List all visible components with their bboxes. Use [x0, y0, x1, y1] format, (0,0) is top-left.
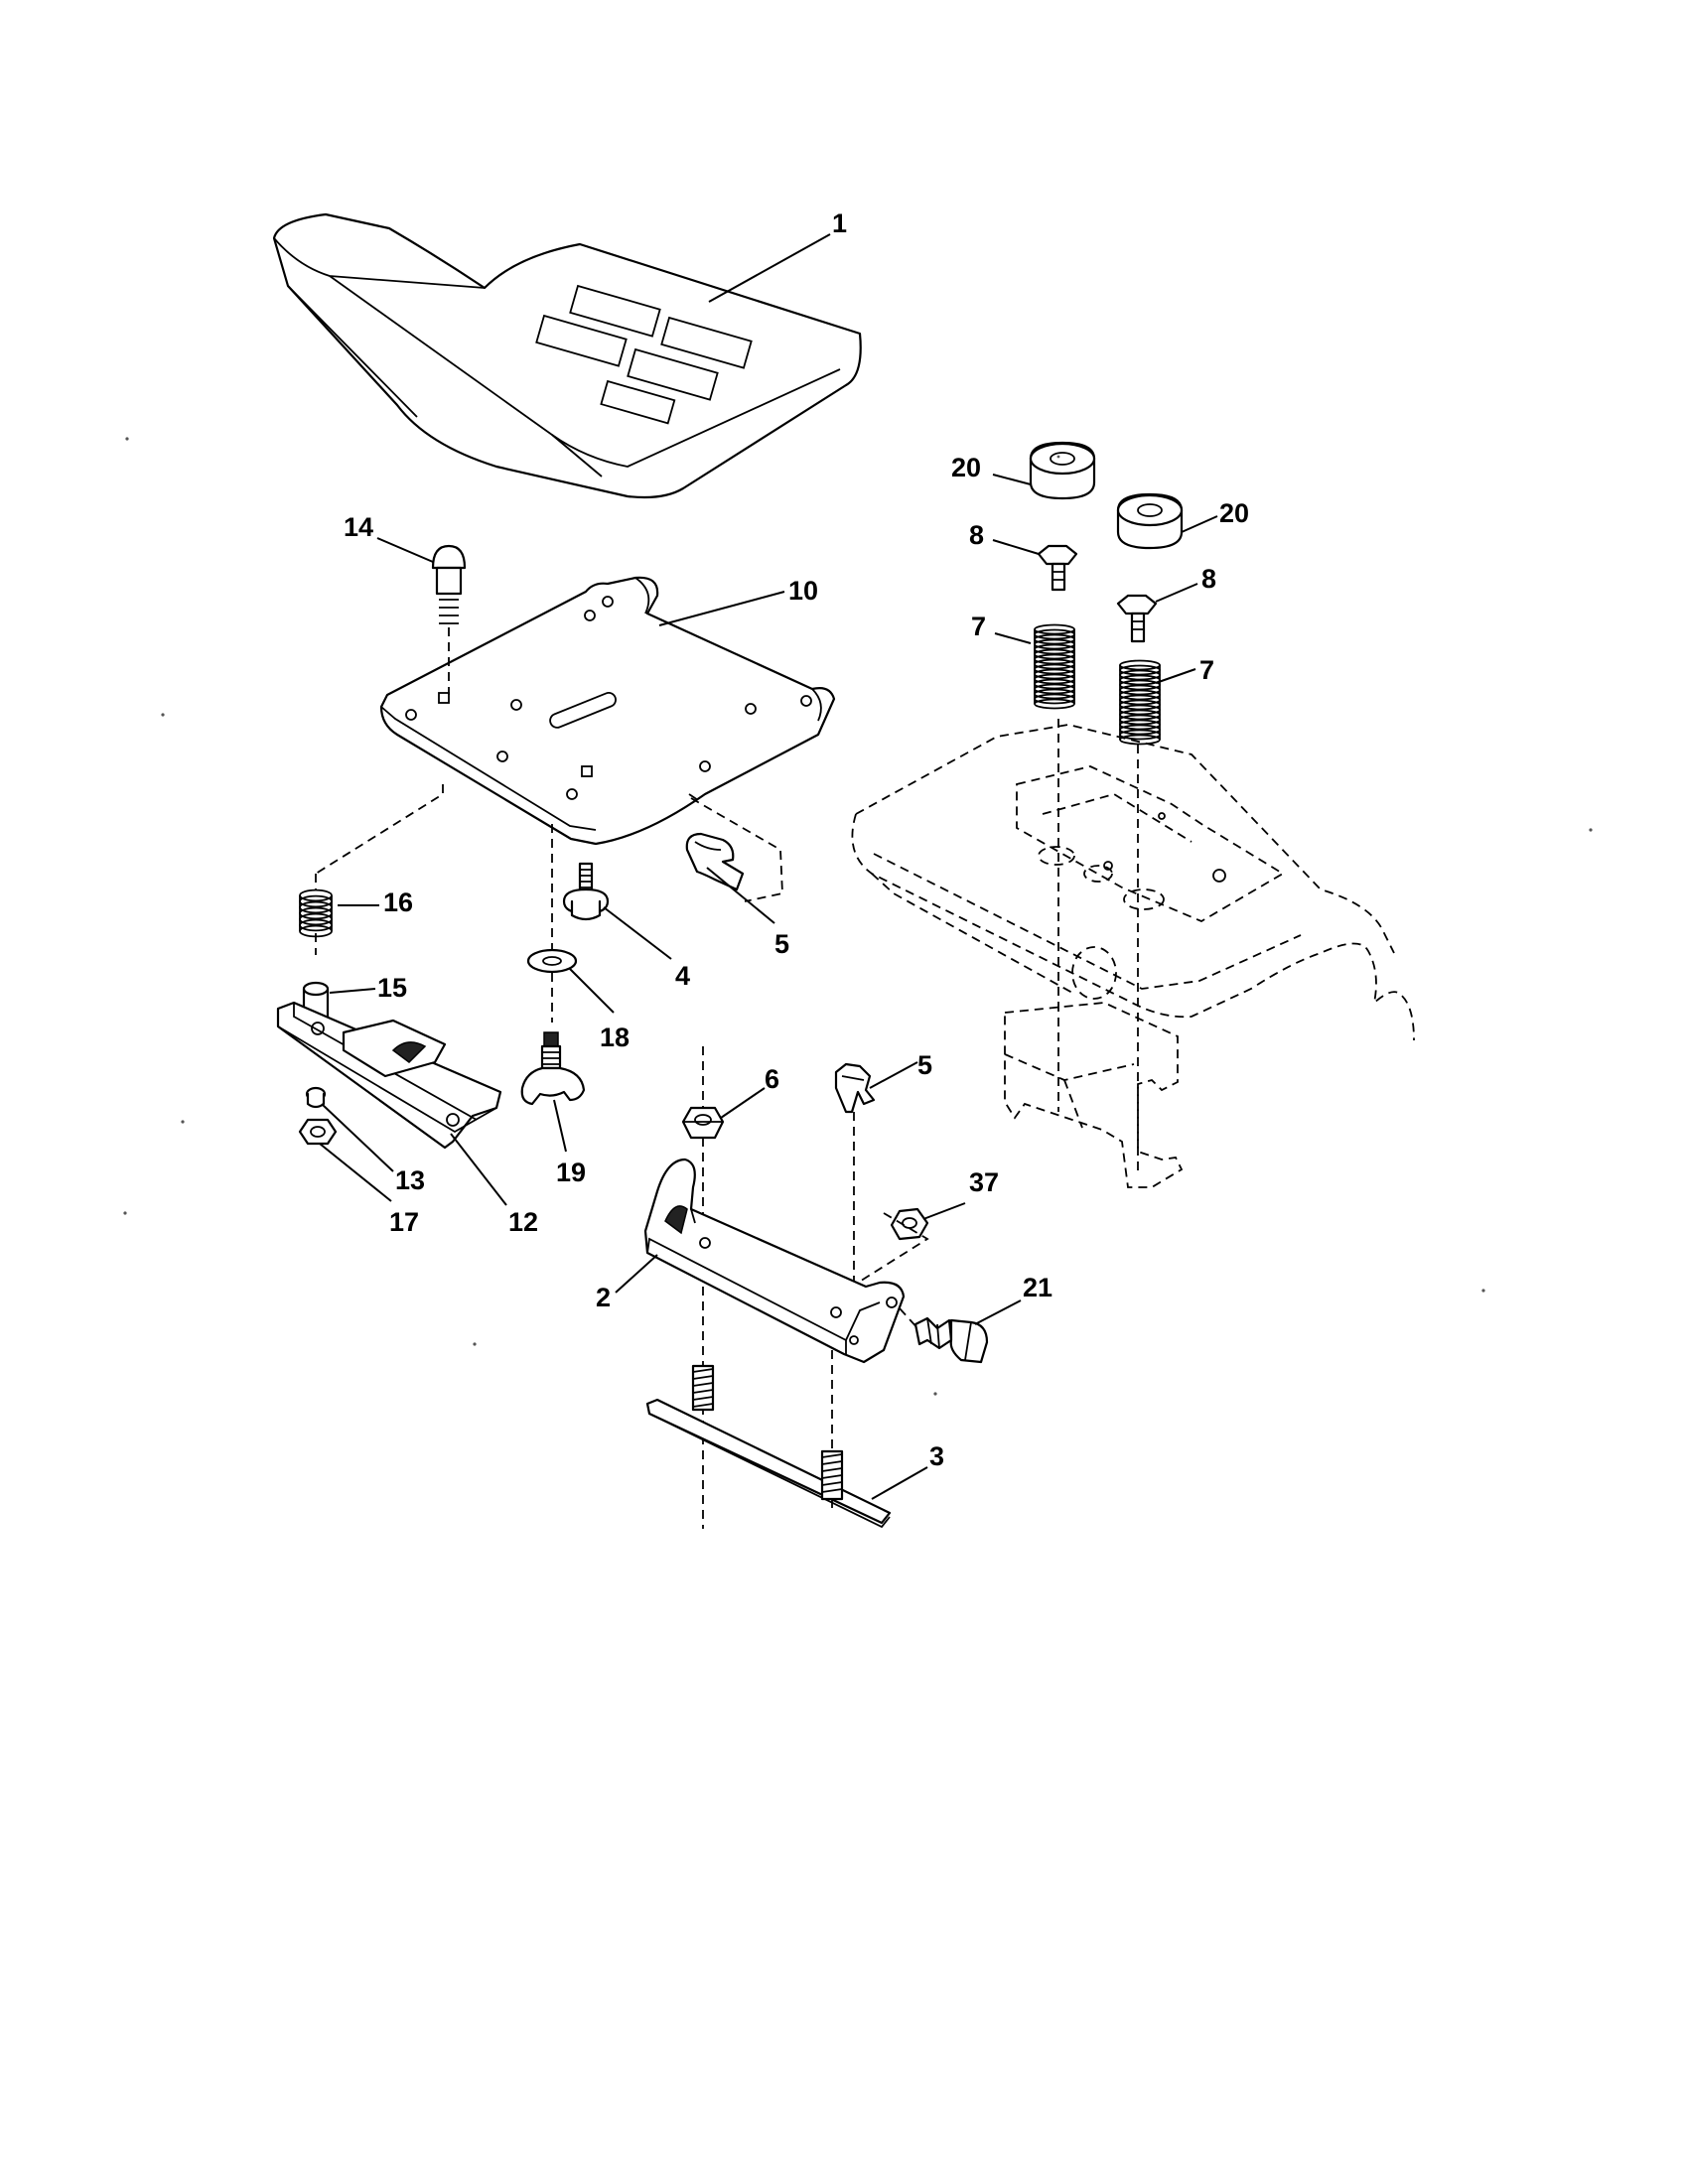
align-line-nut37 — [857, 1212, 929, 1284]
callout-3: 3 — [929, 1441, 944, 1471]
callout-21: 21 — [1023, 1273, 1052, 1302]
part-pivot-bracket — [643, 1158, 906, 1364]
part-flange-nut-small — [305, 1086, 327, 1109]
part-spring-left — [1034, 623, 1075, 710]
stud-thread — [692, 1368, 714, 1373]
part-clip-lower — [834, 1062, 876, 1114]
part-clip-upper — [685, 793, 783, 902]
stud-thread — [821, 1481, 843, 1486]
leader-8b — [1155, 583, 1198, 603]
spring-outline — [1034, 629, 1075, 704]
part-shoulder-bolt-right — [1116, 594, 1158, 643]
callout-8a: 8 — [969, 520, 984, 550]
callout-6: 6 — [765, 1064, 779, 1094]
leader-8a — [992, 539, 1040, 555]
leader-12 — [450, 1133, 507, 1206]
part-spacer-right — [1116, 492, 1184, 550]
spring-outline — [1119, 665, 1161, 740]
stud-thread — [692, 1396, 714, 1401]
spring-outline — [299, 895, 333, 931]
stud-thread — [692, 1382, 714, 1387]
align-line-pan-to-spring — [315, 784, 444, 875]
leader-13 — [321, 1103, 394, 1172]
leader-5a — [706, 867, 775, 924]
part-small-spring — [299, 888, 333, 938]
leader-20a — [992, 474, 1032, 485]
callout-15: 15 — [377, 973, 407, 1003]
stud-left — [691, 1364, 715, 1412]
callout-8b: 8 — [1201, 564, 1216, 594]
stud-thread — [692, 1389, 714, 1394]
part-spring-right — [1119, 659, 1161, 746]
leader-37 — [922, 1202, 966, 1220]
callout-13: 13 — [395, 1165, 425, 1195]
callout-17: 17 — [389, 1207, 419, 1237]
leader-3 — [871, 1466, 928, 1500]
callout-2: 2 — [596, 1283, 611, 1312]
scan-specks — [123, 437, 1593, 1396]
part-seat — [272, 212, 862, 499]
callout-1: 1 — [832, 208, 847, 238]
callout-20a: 20 — [951, 453, 981, 482]
leader-4 — [603, 906, 672, 960]
part-hex-nut-17 — [298, 1118, 338, 1146]
leader-5b — [869, 1061, 918, 1089]
callout-7b: 7 — [1199, 655, 1214, 685]
leader-7a — [994, 632, 1032, 644]
part-fender-phantom — [851, 724, 1415, 1188]
stud-thread — [821, 1460, 843, 1465]
part-carriage-bolt — [431, 544, 467, 695]
callout-16: 16 — [383, 887, 413, 917]
part-spacer-left — [1029, 441, 1096, 500]
stud-body — [691, 1364, 715, 1412]
leader-18 — [569, 968, 615, 1014]
callout-4: 4 — [675, 961, 690, 991]
leader-1 — [708, 233, 831, 303]
align-line-pivot-bolt — [899, 1307, 920, 1331]
callout-10: 10 — [788, 576, 818, 606]
leader-7b — [1155, 668, 1196, 684]
part-slide-bracket — [276, 1001, 502, 1150]
callout-5b: 5 — [917, 1050, 932, 1080]
stud-thread — [821, 1467, 843, 1472]
part-seat-pan — [379, 576, 836, 846]
callout-14: 14 — [344, 512, 373, 542]
leader-17 — [319, 1143, 392, 1202]
leader-19 — [553, 1099, 567, 1153]
stud-thread — [821, 1453, 843, 1458]
callout-20b: 20 — [1219, 498, 1249, 528]
part-pivot-bolt — [913, 1316, 989, 1364]
stud-thread — [821, 1474, 843, 1479]
callout-12: 12 — [508, 1207, 538, 1237]
callout-37: 37 — [969, 1167, 999, 1197]
stud-right — [820, 1449, 844, 1501]
part-flange-bolt — [562, 862, 610, 921]
stud-thread — [692, 1375, 714, 1380]
part-hex-nut-37 — [890, 1207, 929, 1241]
callout-18: 18 — [600, 1023, 630, 1052]
stud-thread — [692, 1403, 714, 1408]
callout-19: 19 — [556, 1158, 586, 1187]
callout-5a: 5 — [774, 929, 789, 959]
leader-15 — [329, 988, 376, 994]
part-stud-plate — [645, 1364, 892, 1529]
leader-21 — [974, 1299, 1022, 1325]
part-adjustment-knob — [520, 1031, 586, 1106]
stud-thread — [821, 1488, 843, 1493]
part-lock-nut — [681, 1106, 725, 1140]
leader-14 — [376, 537, 434, 563]
leader-10 — [658, 591, 785, 626]
part-shoulder-bolt-left — [1037, 544, 1078, 592]
callout-7a: 7 — [971, 612, 986, 641]
leader-20b — [1181, 515, 1218, 533]
leader-2 — [615, 1254, 658, 1294]
leader-6 — [720, 1087, 766, 1119]
part-washer — [526, 948, 578, 974]
